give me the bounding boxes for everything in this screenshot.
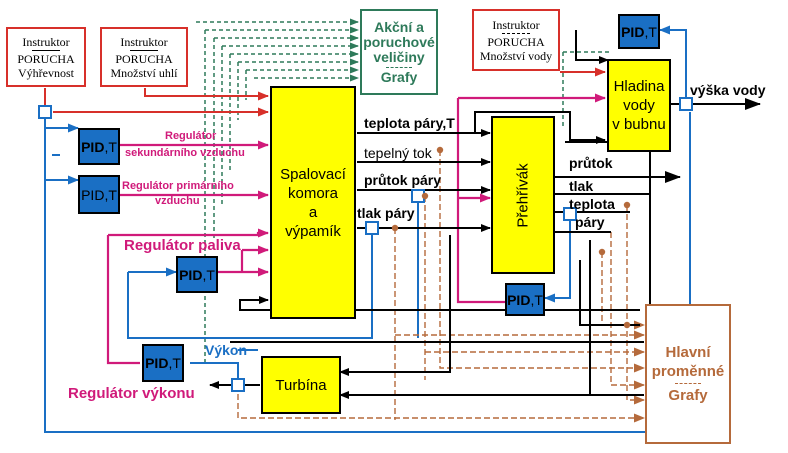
regulator-vykonu-label: Regulátor výkonu (68, 385, 195, 402)
pid-bold: PID (179, 266, 203, 283)
pid-plain: PID (81, 186, 105, 203)
grafy-label: Grafy (380, 68, 418, 85)
instruktor-title: Instruktor (22, 34, 70, 49)
spalovaci-komora-box: Spalovací komora a výpamík (270, 86, 356, 319)
separator (502, 32, 530, 34)
prutok-pary-label: průtok páry (364, 172, 442, 188)
pid-text: PID,T (81, 139, 117, 155)
separator (32, 49, 60, 51)
mnozstvi-vody-label: Množství vody (479, 48, 553, 63)
tepelny-tok-label: tepelný tok (364, 145, 432, 161)
pid-vykon: PID,T (142, 344, 184, 382)
vypamik-label: výpamík (285, 222, 341, 240)
vykon-label: Výkon (205, 342, 248, 358)
turbina-box: Turbína (261, 356, 341, 414)
pid-suffix: ,T (530, 291, 543, 308)
vyska-vody-label: výška vody (690, 82, 766, 98)
veliciny-label: veličiny (373, 48, 425, 65)
porucha-label: PORUCHA (487, 34, 545, 49)
pid-bold: PID (507, 291, 531, 308)
turbina-label: Turbína (275, 376, 327, 394)
pid-hladina: PID,T (618, 14, 660, 49)
regulator-paliva-label: Regulátor paliva (124, 237, 241, 254)
pid-suffix: ,T (168, 355, 181, 371)
pid-text: PID,T (507, 292, 543, 308)
vody-label: vody (623, 97, 655, 114)
instruktor-uhli-box: Instruktor PORUCHA Množství uhlí (100, 27, 188, 87)
hladina-vody-box: Hladina vody v bubnu (607, 59, 671, 152)
tlak-label: tlak (569, 178, 594, 194)
pid-bold: PID (621, 23, 645, 40)
pid-prehrivak: PID,T (505, 283, 545, 316)
tlak-pary-label: tlak páry (357, 205, 415, 221)
mnozstvi-uhli-label: Množství uhlí (110, 65, 178, 80)
pid-suffix: ,T (644, 23, 657, 40)
separator (130, 49, 158, 51)
spalovaci-label: Spalovací (280, 165, 346, 183)
regulator-primarni-label-1: Regulátor primárního (122, 180, 234, 192)
separator (386, 66, 412, 68)
promenne-label: proměnné (651, 363, 725, 380)
instruktor-title: Instruktor (492, 17, 540, 32)
komora-label: komora (287, 184, 339, 202)
pary-label: páry (575, 214, 605, 230)
pid-text: PID,T (145, 355, 181, 371)
instruktor-vyhrevnost-box: Instruktor PORUCHA Výhřevnost (6, 27, 86, 87)
pid-text: PID,T (621, 24, 657, 40)
porucha-label: PORUCHA (115, 51, 173, 66)
pid-bold: PID (145, 355, 169, 371)
regulator-sekundarni-label-2: sekundárního vzduchu (125, 147, 245, 159)
pid-suffix: ,T (104, 186, 117, 203)
pid-sekundarni-vzduch: PID,T (78, 128, 120, 165)
hladina-label: Hladina (613, 78, 665, 95)
prehrivak-label: Přehřívák (514, 162, 532, 228)
pid-suffix: ,T (202, 266, 215, 283)
regulator-sekundarni-label-1: Regulátor (165, 130, 217, 142)
instruktor-voda-box: Instruktor PORUCHA Množství vody (472, 9, 560, 71)
teplota-pary-t-label: teplota páry,T (364, 115, 455, 131)
vyhrevnost-label: Výhřevnost (18, 65, 74, 80)
instruktor-title: Instruktor (120, 34, 168, 49)
akcni-poruchove-grafy-box: Akční a poruchové veličiny Grafy (360, 9, 438, 95)
pid-text: PID,T (81, 187, 117, 203)
hlavni-promenne-grafy-box: Hlavní proměnné Grafy (645, 304, 731, 444)
grafy-label: Grafy (668, 387, 708, 404)
pid-bold: PID (81, 138, 105, 155)
a-label: a (308, 203, 318, 221)
pid-text: PID,T (179, 267, 215, 283)
prutok-label: průtok (569, 155, 613, 171)
pid-suffix: ,T (104, 138, 117, 155)
hlavni-label: Hlavní (665, 344, 711, 361)
porucha-label: PORUCHA (17, 51, 75, 66)
prehrivak-box: Přehřívák (491, 116, 555, 274)
regulator-primarni-label-2: vzduchu (155, 195, 200, 207)
pid-palivo: PID,T (176, 256, 218, 293)
teplota-label: teplota (569, 196, 615, 212)
akcni-label: Akční a (374, 18, 424, 35)
separator (675, 383, 701, 384)
pid-primarni-vzduch: PID,T (78, 175, 120, 214)
v-bubnu-label: v bubnu (612, 116, 666, 133)
poruchove-label: poruchové (363, 33, 435, 50)
